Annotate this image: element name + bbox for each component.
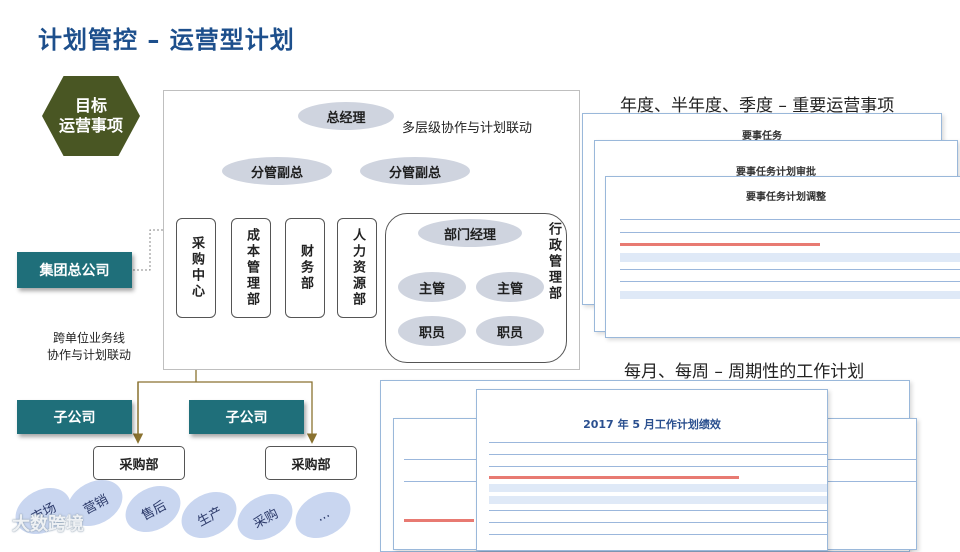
doc3-title: 要事任务计划调整 — [746, 192, 826, 203]
admin-dept-label: 行政管理部 — [546, 222, 561, 302]
gm-node: 总经理 — [298, 102, 394, 130]
doc-monthly-plan: 2017 年 5 月工作计划绩效 — [476, 389, 828, 551]
dept-finance: 财务部 — [285, 218, 325, 318]
hexagon-line1: 目标 — [74, 96, 107, 115]
group-hq-box: 集团总公司 — [17, 252, 132, 288]
staff-node-1: 职员 — [398, 316, 466, 346]
supervisor-node-1: 主管 — [398, 272, 466, 302]
subsidiary-box-2: 子公司 — [189, 400, 304, 434]
monthly-plan-title: 2017 年 5 月工作计划绩效 — [477, 416, 827, 432]
dept-manager-node: 部门经理 — [418, 219, 522, 247]
monthly-month: 5 — [632, 418, 641, 431]
watermark: 大数跨境 — [12, 514, 84, 535]
subsidiary-box-1: 子公司 — [17, 400, 132, 434]
dept-purchase-center: 采购中心 — [176, 218, 216, 318]
dept-cost-management: 成本管理部 — [231, 218, 271, 318]
monthly-year-unit: 年 — [617, 418, 629, 431]
hexagon-line2: 运营事项 — [58, 116, 123, 135]
purchase-dept-box-1: 采购部 — [93, 446, 185, 480]
monthly-suffix: 月工作计划绩效 — [643, 418, 721, 431]
vp-node-2: 分管副总 — [360, 157, 470, 185]
yearly-heading: 年度、半年度、季度 – 重要运营事项 — [620, 96, 895, 116]
cross-note-line1: 跨单位业务线 — [52, 331, 125, 345]
goal-hexagon: 目标 运营事项 — [42, 76, 140, 156]
cross-note-line2: 协作与计划联动 — [46, 348, 131, 362]
monthly-year: 2017 — [583, 418, 614, 431]
monthly-heading: 每月、每周 – 周期性的工作计划 — [624, 362, 865, 382]
doc1-title: 要事任务 — [742, 131, 782, 142]
staff-node-2: 职员 — [476, 316, 544, 346]
doc2-title: 要事任务计划审批 — [736, 167, 816, 178]
dept-hr: 人力资源部 — [337, 218, 377, 318]
vp-node-1: 分管副总 — [222, 157, 332, 185]
doc-key-tasks-adjust: 要事任务计划调整 — [605, 176, 960, 338]
supervisor-node-2: 主管 — [476, 272, 544, 302]
cross-unit-note: 跨单位业务线 协作与计划联动 — [28, 330, 150, 364]
purchase-dept-box-2: 采购部 — [265, 446, 357, 480]
page-title: 计划管控 – 运营型计划 — [38, 26, 295, 54]
multi-level-note: 多层级协作与计划联动 — [402, 121, 533, 136]
